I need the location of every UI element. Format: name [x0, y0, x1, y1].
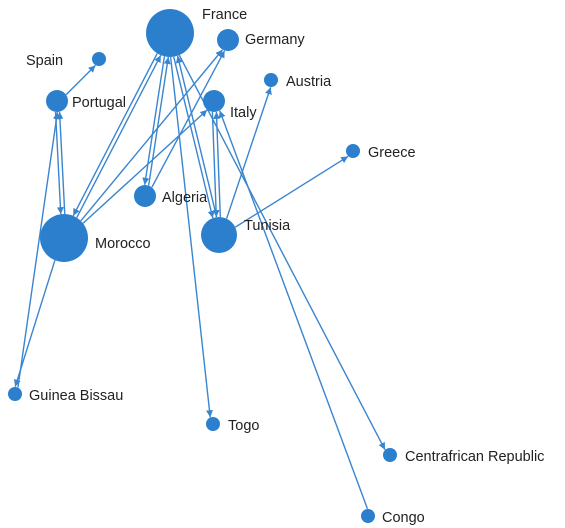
edge-layer — [13, 49, 386, 509]
node-france[interactable] — [146, 9, 194, 57]
node-austria[interactable] — [264, 73, 278, 87]
node-label-morocco: Morocco — [95, 236, 151, 252]
node-label-centrafrican: Centrafrican Republic — [405, 449, 544, 465]
node-layer — [8, 9, 397, 523]
edge-morocco-to-france — [76, 54, 162, 218]
edge-morocco-to-portugal — [56, 111, 66, 214]
node-congo[interactable] — [361, 509, 375, 523]
edge-france-to-tunisia — [173, 56, 215, 219]
node-algeria[interactable] — [134, 185, 156, 207]
edge-portugal-to-morocco — [54, 112, 64, 215]
node-italy[interactable] — [203, 90, 225, 112]
edge-tunisia-to-italy — [213, 111, 222, 217]
node-label-france: France — [202, 7, 247, 23]
node-label-guinea-bissau: Guinea Bissau — [29, 388, 123, 404]
edge-france-to-togo — [169, 56, 213, 418]
node-morocco[interactable] — [40, 214, 88, 262]
node-centrafrican[interactable] — [383, 448, 397, 462]
edge-tunisia-to-france — [175, 55, 218, 218]
node-label-congo: Congo — [382, 510, 425, 526]
node-greece[interactable] — [346, 144, 360, 158]
edge-france-to-centrafrican — [178, 54, 386, 451]
edge-congo-to-italy — [218, 110, 369, 509]
node-label-germany: Germany — [245, 32, 305, 48]
node-togo[interactable] — [206, 417, 220, 431]
edge-france-to-morocco — [72, 53, 158, 217]
node-label-portugal: Portugal — [72, 95, 126, 111]
edge-italy-to-tunisia — [211, 112, 220, 218]
edge-tunisia-to-greece — [234, 155, 349, 228]
node-germany[interactable] — [217, 29, 239, 51]
node-label-spain: Spain — [26, 53, 63, 69]
label-layer: FranceGermanySpainAustriaPortugalItalyGr… — [26, 7, 544, 526]
node-label-algeria: Algeria — [162, 190, 208, 206]
node-tunisia[interactable] — [201, 217, 237, 253]
node-guinea-bissau[interactable] — [8, 387, 22, 401]
node-label-greece: Greece — [368, 145, 416, 161]
node-portugal[interactable] — [46, 90, 68, 112]
edge-algeria-to-france — [147, 56, 171, 186]
edge-morocco-to-italy — [82, 109, 208, 224]
node-label-austria: Austria — [286, 74, 332, 90]
edge-guinea_bissau-to-portugal — [17, 112, 60, 388]
node-label-italy: Italy — [230, 105, 257, 121]
node-label-tunisia: Tunisia — [244, 218, 291, 234]
edge-morocco-to-guinea_bissau — [13, 260, 56, 387]
edge-portugal-to-spain — [65, 64, 96, 96]
edge-tunisia-to-austria — [225, 87, 272, 219]
node-label-togo: Togo — [228, 418, 259, 434]
node-spain[interactable] — [92, 52, 106, 66]
edge-france-to-algeria — [142, 56, 166, 185]
